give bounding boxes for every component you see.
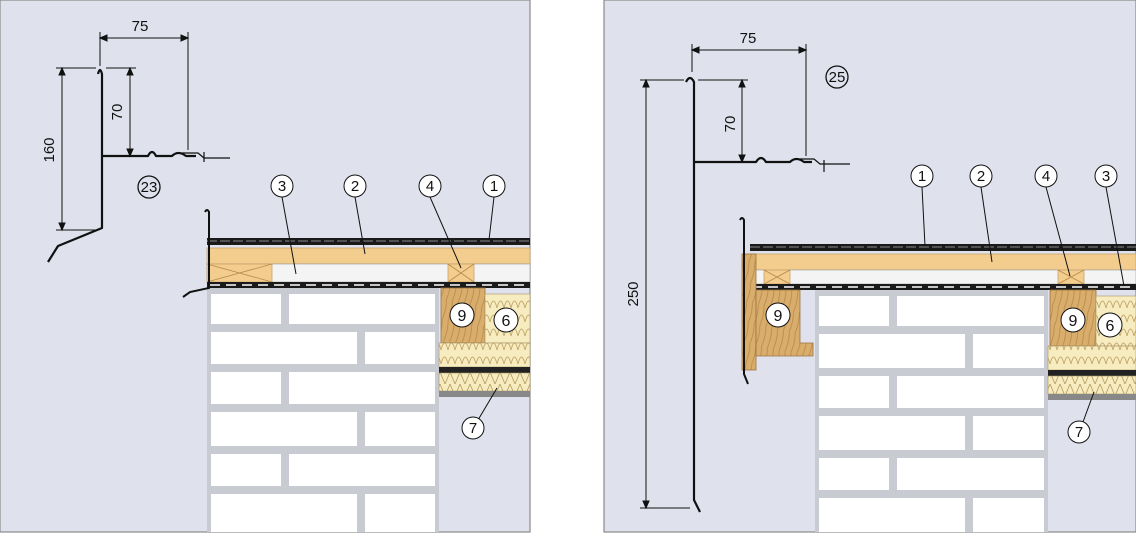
right-roof-buildup [741,244,1136,400]
left-wall-profile [182,209,210,298]
left-callout-1: 1 [490,178,498,195]
right-callout-9-edge: 9 [774,308,783,325]
left-brick-wall [207,288,439,532]
right-callout-4: 4 [1042,168,1050,185]
left-callout-9: 9 [458,308,467,325]
right-callouts [765,164,1125,444]
right-roof-membrane [750,244,1136,251]
right-edge-profile [685,76,850,513]
right-roof-board [749,253,1136,271]
right-callout-3: 3 [1102,168,1110,185]
right-brick-wall [815,290,1048,532]
left-detail: 75 160 70 23 3 2 4 1 9 6 7 [0,0,531,533]
left-roof-buildup [206,238,531,397]
left-dimensions [56,32,190,232]
left-callout-7: 7 [469,420,477,437]
right-callout-7: 7 [1075,424,1083,441]
right-profile-label: 25 [829,69,846,86]
left-edge-profile [47,68,230,263]
left-dim-upper-height: 70 [109,104,126,121]
left-dim-width: 75 [132,18,149,35]
left-callouts [270,174,519,440]
right-callout-9: 9 [1069,313,1078,330]
right-dim-total-height: 250 [625,281,642,306]
left-callout-4: 4 [426,178,434,195]
right-dimensions [640,44,808,510]
right-wall-profile [739,217,749,385]
right-callout-1: 1 [918,168,926,185]
left-callout-6: 6 [502,313,511,330]
right-profile-label-circle [825,65,849,89]
right-callout-2: 2 [977,168,985,185]
left-profile-label-circle [137,175,161,199]
left-dim-total-height: 160 [41,137,58,162]
left-profile-label: 23 [141,179,158,196]
right-dim-width: 75 [740,30,757,47]
right-callout-6: 6 [1106,318,1115,335]
right-dim-upper-height: 70 [722,116,739,133]
left-roof-board [206,247,531,265]
left-callout-2: 2 [351,178,359,195]
left-callout-3: 3 [278,178,286,195]
right-detail: 75 250 70 25 1 2 4 3 9 9 6 7 [603,0,1136,533]
